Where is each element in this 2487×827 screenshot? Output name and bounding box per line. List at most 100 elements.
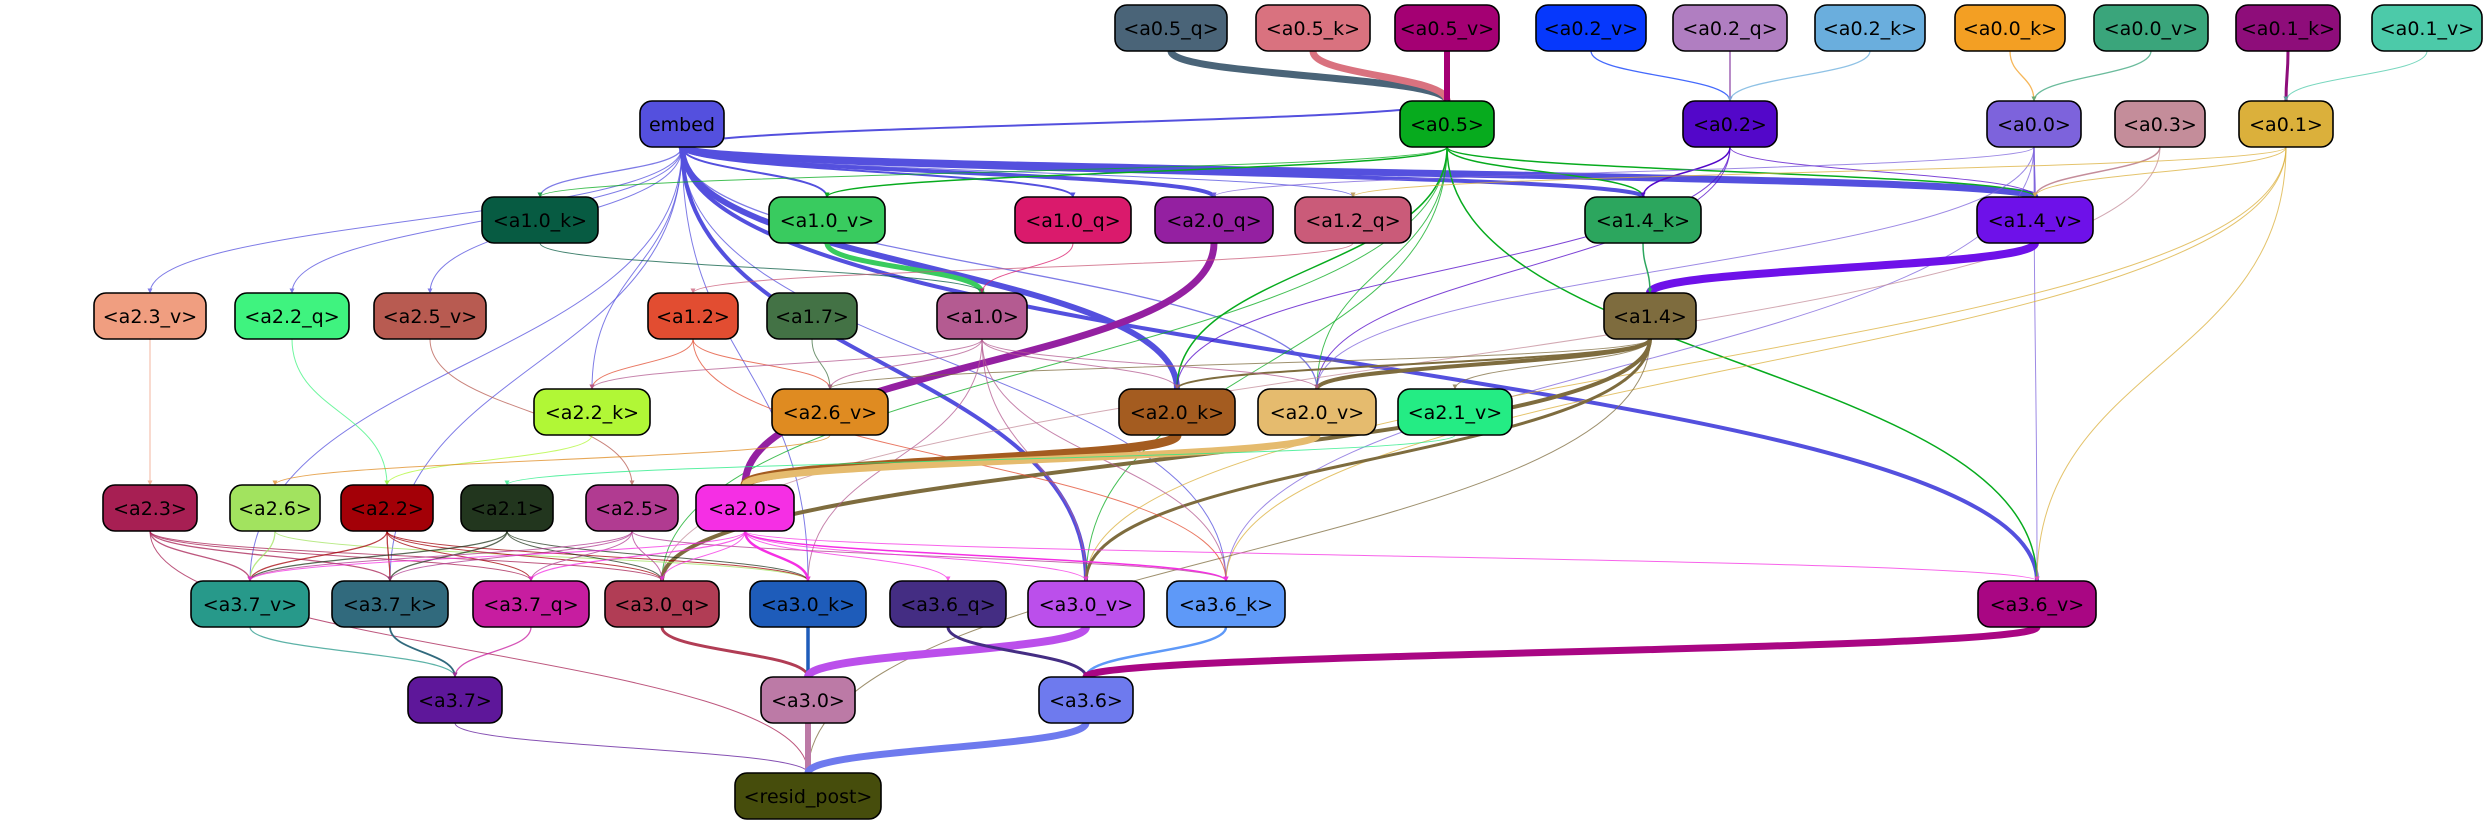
node-a0-3[interactable]: <a0.3> (2114, 100, 2206, 148)
node-box (1014, 196, 1132, 244)
node-box (1584, 196, 1702, 244)
node-a2-1-v[interactable]: <a2.1_v> (1397, 388, 1513, 436)
node-a3-7-v[interactable]: <a3.7_v> (190, 580, 310, 628)
edge (149, 530, 253, 582)
node-a2-0-v[interactable]: <a2.0_v> (1257, 388, 1377, 436)
node-a3-7[interactable]: <a3.7> (407, 676, 503, 724)
node-label: <a2.2_q> (244, 306, 339, 328)
node-a3-7-k[interactable]: <a3.7_k> (331, 580, 449, 628)
node-a0-5[interactable]: <a0.5> (1399, 100, 1495, 148)
node-a2-6[interactable]: <a2.6> (229, 484, 321, 532)
node-a1-4-k[interactable]: <a1.4_k> (1584, 196, 1702, 244)
node-a0-0-v[interactable]: <a0.0_v> (2093, 4, 2209, 52)
edge-a2_2-to-a3_7_q (386, 530, 534, 582)
node-a3-0-k[interactable]: <a3.0_k> (749, 580, 867, 628)
node-a0-1-k[interactable]: <a0.1_k> (2235, 4, 2341, 52)
edge (589, 338, 694, 390)
node-a1-0-k[interactable]: <a1.0_k> (481, 196, 599, 244)
node-a3-6[interactable]: <a3.6> (1038, 676, 1134, 724)
edge (452, 626, 532, 678)
node-a0-5-k[interactable]: <a0.5_k> (1255, 4, 1371, 52)
node-a0-0[interactable]: <a0.0> (1986, 100, 2082, 148)
edge (1642, 242, 1653, 294)
node-a1-0-q[interactable]: <a1.0_q> (1014, 196, 1132, 244)
node-a3-6-v[interactable]: <a3.6_v> (1977, 580, 2097, 628)
node-a2-0-q[interactable]: <a2.0_q> (1154, 196, 1274, 244)
node-label: <a0.1_v> (2380, 18, 2474, 40)
node-a2-6-v[interactable]: <a2.6_v> (771, 388, 889, 436)
node-a2-2[interactable]: <a2.2> (340, 484, 434, 532)
node-a0-5-v[interactable]: <a0.5_v> (1394, 4, 1500, 52)
node-box (481, 196, 599, 244)
edge-a2_2-to-a3_0_k (386, 530, 811, 582)
node-a2-1[interactable]: <a2.1> (460, 484, 554, 532)
node-box (1976, 196, 2094, 244)
edge (1646, 239, 2039, 297)
node-box (2235, 4, 2341, 52)
edge-a2_5-to-a3_0_q (631, 530, 665, 582)
node-a2-2-q[interactable]: <a2.2_q> (234, 292, 350, 340)
edge (386, 530, 665, 582)
node-label: <a2.1> (470, 498, 544, 520)
node-a2-0[interactable]: <a2.0> (695, 484, 795, 532)
node-a1-7[interactable]: <a1.7> (766, 292, 858, 340)
node-a1-0-v[interactable]: <a1.0_v> (768, 196, 886, 244)
node-a0-2-k[interactable]: <a0.2_k> (1814, 4, 1926, 52)
node-label: <a0.5_q> (1123, 18, 1218, 40)
node-a3-6-q[interactable]: <a3.6_q> (889, 580, 1007, 628)
node-a0-5-q[interactable]: <a0.5_q> (1114, 4, 1228, 52)
node-a3-0[interactable]: <a3.0> (760, 676, 856, 724)
edge (247, 530, 746, 582)
edge-a0_5_k-to-a0_5 (1309, 47, 1451, 105)
node-a0-1[interactable]: <a0.1> (2238, 100, 2334, 148)
node-a1-4[interactable]: <a1.4> (1603, 292, 1697, 340)
node-a2-3-v[interactable]: <a2.3_v> (93, 292, 207, 340)
edge (741, 431, 1321, 489)
node-a0-2[interactable]: <a0.2> (1682, 100, 1778, 148)
node-label: <a3.6_k> (1179, 594, 1273, 616)
edge-a2_0-to-a3_0_k (743, 529, 811, 583)
edge-a0_0-to-a2_0_q (1211, 146, 2035, 198)
node-a0-2-q[interactable]: <a0.2_q> (1672, 4, 1788, 52)
node-a1-4-v[interactable]: <a1.4_v> (1976, 196, 2094, 244)
node-box (604, 580, 720, 628)
edge-a2_1-to-a3_0_q (506, 530, 665, 582)
node-a2-0-k[interactable]: <a2.0_k> (1118, 388, 1236, 436)
node-a3-0-v[interactable]: <a3.0_v> (1027, 580, 1145, 628)
node-a1-2[interactable]: <a1.2> (647, 292, 739, 340)
node-box (2371, 4, 2483, 52)
node-label: <a3.7_v> (203, 594, 297, 616)
edge-embed-to-a2_3_v (147, 146, 683, 294)
node-resid-post[interactable]: <resid_post> (734, 772, 882, 820)
node-a2-5-v[interactable]: <a2.5_v> (373, 292, 487, 340)
edge-embed-to-a1_2_q (681, 146, 1356, 198)
node-a0-2-v[interactable]: <a0.2_v> (1535, 4, 1647, 52)
node-a2-2-k[interactable]: <a2.2_k> (533, 388, 651, 436)
node-a1-2-q[interactable]: <a1.2_q> (1294, 196, 1412, 244)
node-box (1027, 580, 1145, 628)
edge-a2_2_q-to-a2_2 (291, 338, 390, 486)
node-box (1166, 580, 1286, 628)
node-a3-7-q[interactable]: <a3.7_q> (472, 580, 590, 628)
edge-a3_7-to-resid_post (454, 722, 811, 774)
node-label: <a2.2> (350, 498, 424, 520)
node-a3-6-k[interactable]: <a3.6_k> (1166, 580, 1286, 628)
edge (506, 530, 811, 582)
node-label: embed (649, 114, 715, 136)
node-a2-3[interactable]: <a2.3> (102, 484, 198, 532)
edge-a1_4-to-a3_0_q (659, 337, 1652, 583)
node-a0-0-k[interactable]: <a0.0_k> (1954, 4, 2066, 52)
node-embed[interactable]: embed (639, 100, 725, 148)
node-label: <a2.1_v> (1408, 402, 1502, 424)
node-label: <a2.6> (238, 498, 312, 520)
node-a0-1-v[interactable]: <a0.1_v> (2371, 4, 2483, 52)
edge (679, 144, 1180, 392)
edge (247, 530, 276, 582)
node-a1-0[interactable]: <a1.0> (936, 292, 1028, 340)
edge-a1_2-to-a2_6_v (692, 338, 833, 390)
edge (824, 146, 1448, 198)
edge-a2_1-to-a3_0_k (506, 530, 811, 582)
node-a3-0-q[interactable]: <a3.0_q> (604, 580, 720, 628)
node-a2-5[interactable]: <a2.5> (585, 484, 679, 532)
